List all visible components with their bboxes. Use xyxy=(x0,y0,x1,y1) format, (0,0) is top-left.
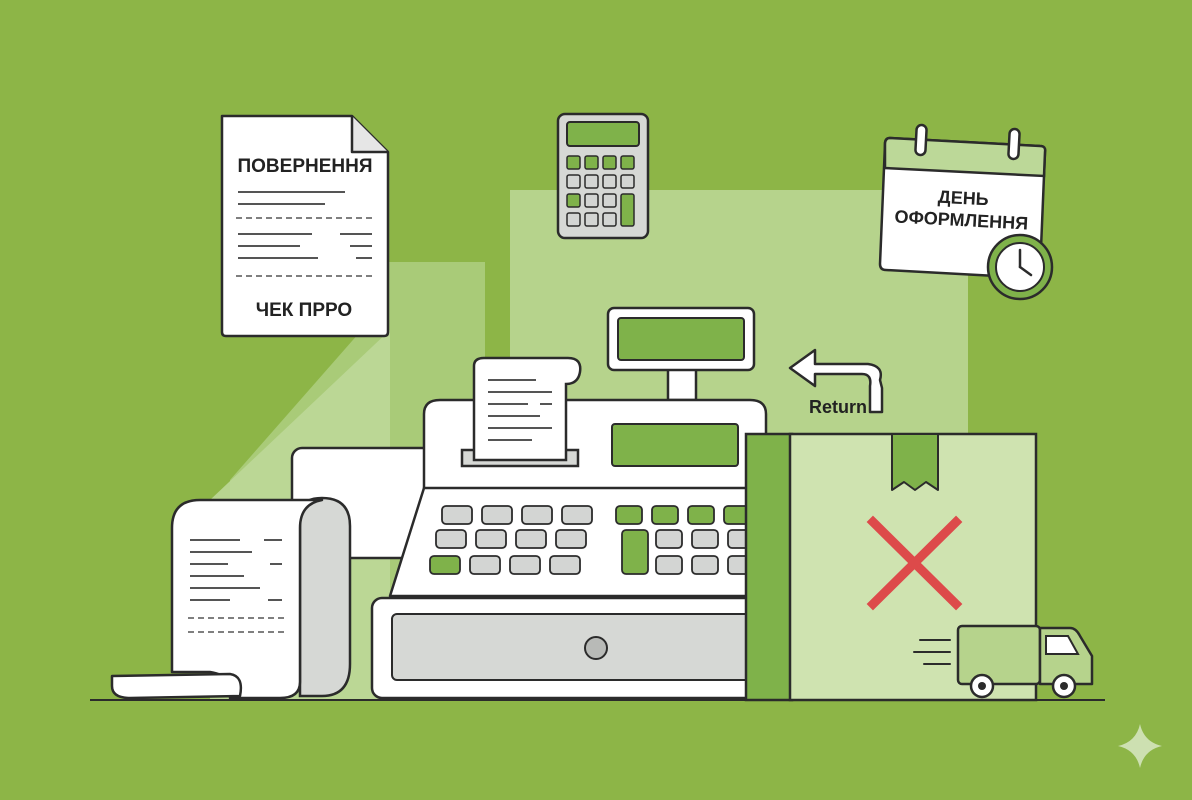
calculator-key xyxy=(566,174,581,189)
register-key xyxy=(555,529,587,549)
register-key xyxy=(691,555,719,575)
register-key xyxy=(687,505,715,525)
calculator-key xyxy=(566,212,581,227)
cross-mark-icon xyxy=(866,515,963,611)
calculator-key xyxy=(620,193,635,227)
register-key xyxy=(691,529,719,549)
calculator-key xyxy=(620,155,635,170)
cash-register-icon xyxy=(290,306,794,700)
calculator-key xyxy=(602,155,617,170)
register-key xyxy=(615,505,643,525)
return-arrow-icon xyxy=(788,348,884,414)
register-key xyxy=(441,505,473,525)
receipt-document-icon: ПОВЕРНЕННЯ ЧЕК ПРРО xyxy=(220,114,390,338)
register-key xyxy=(481,505,513,525)
register-key xyxy=(469,555,501,575)
document-title: ПОВЕРНЕННЯ xyxy=(238,156,373,177)
calculator-key xyxy=(566,193,581,208)
register-key xyxy=(655,529,683,549)
register-key xyxy=(549,555,581,575)
register-key xyxy=(561,505,593,525)
delivery-truck-icon xyxy=(913,624,1094,699)
register-key xyxy=(515,529,547,549)
calculator-key xyxy=(602,174,617,189)
register-key xyxy=(651,505,679,525)
register-key xyxy=(435,529,467,549)
register-key xyxy=(655,555,683,575)
sparkle-icon xyxy=(1118,724,1162,768)
clock-icon xyxy=(986,233,1054,301)
return-label: Return xyxy=(809,397,867,417)
calculator-key xyxy=(584,155,599,170)
register-key xyxy=(521,505,553,525)
calculator-key xyxy=(620,174,635,189)
calendar-line-1: ДЕНЬ xyxy=(937,187,989,210)
register-key xyxy=(429,555,461,575)
calculator-key xyxy=(602,193,617,208)
calculator-key xyxy=(584,193,599,208)
document-footer: ЧЕК ПРРО xyxy=(256,300,352,321)
register-key xyxy=(475,529,507,549)
calculator-key xyxy=(566,155,581,170)
register-key xyxy=(621,529,649,575)
calculator-key xyxy=(602,212,617,227)
calculator-key xyxy=(584,174,599,189)
curled-receipt-icon xyxy=(110,496,352,700)
calculator-key xyxy=(584,212,599,227)
calculator-icon xyxy=(556,112,650,240)
register-key xyxy=(509,555,541,575)
